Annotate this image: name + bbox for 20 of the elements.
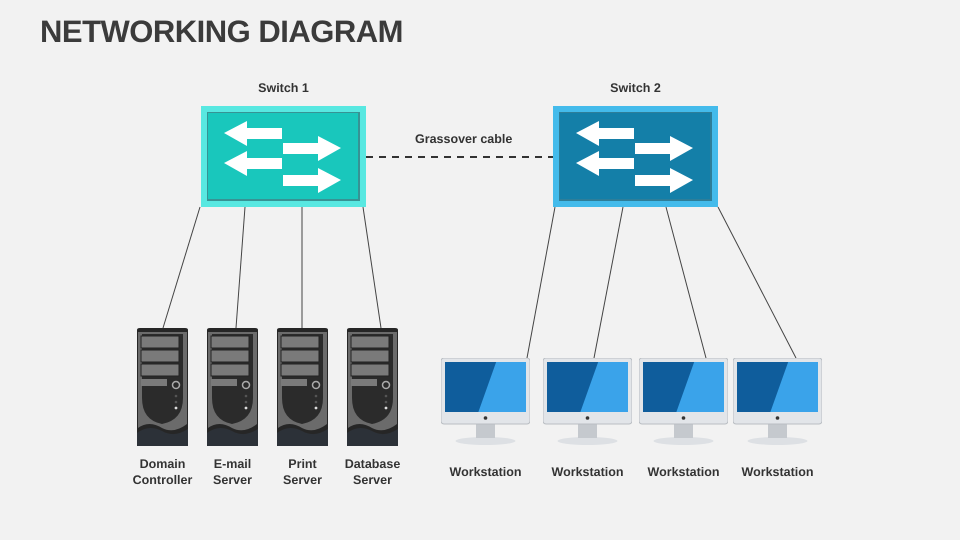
- cable-line: [666, 206, 706, 358]
- page-title: NETWORKING DIAGRAM: [40, 14, 403, 50]
- switch-heading: Switch 2: [609, 80, 662, 96]
- dashed-cable-line: [366, 156, 553, 158]
- device-label: Workstation: [740, 464, 814, 480]
- cable-line: [162, 206, 200, 328]
- cable-line: [526, 206, 556, 358]
- device-label: Workstation: [550, 464, 624, 480]
- device-label: E-mail Server: [212, 456, 253, 488]
- device-label: Domain Controller: [132, 456, 194, 488]
- cable-line: [236, 206, 246, 328]
- device-label: Print Server: [282, 456, 323, 488]
- cable-line: [718, 206, 796, 358]
- cable-line: [594, 206, 624, 358]
- switch-heading: Switch 1: [257, 80, 310, 96]
- device-label: Workstation: [448, 464, 522, 480]
- cable-line: [362, 206, 382, 328]
- device-label: Workstation: [646, 464, 720, 480]
- device-label: Database Server: [344, 456, 402, 488]
- edge-label: Grassover cable: [413, 132, 514, 146]
